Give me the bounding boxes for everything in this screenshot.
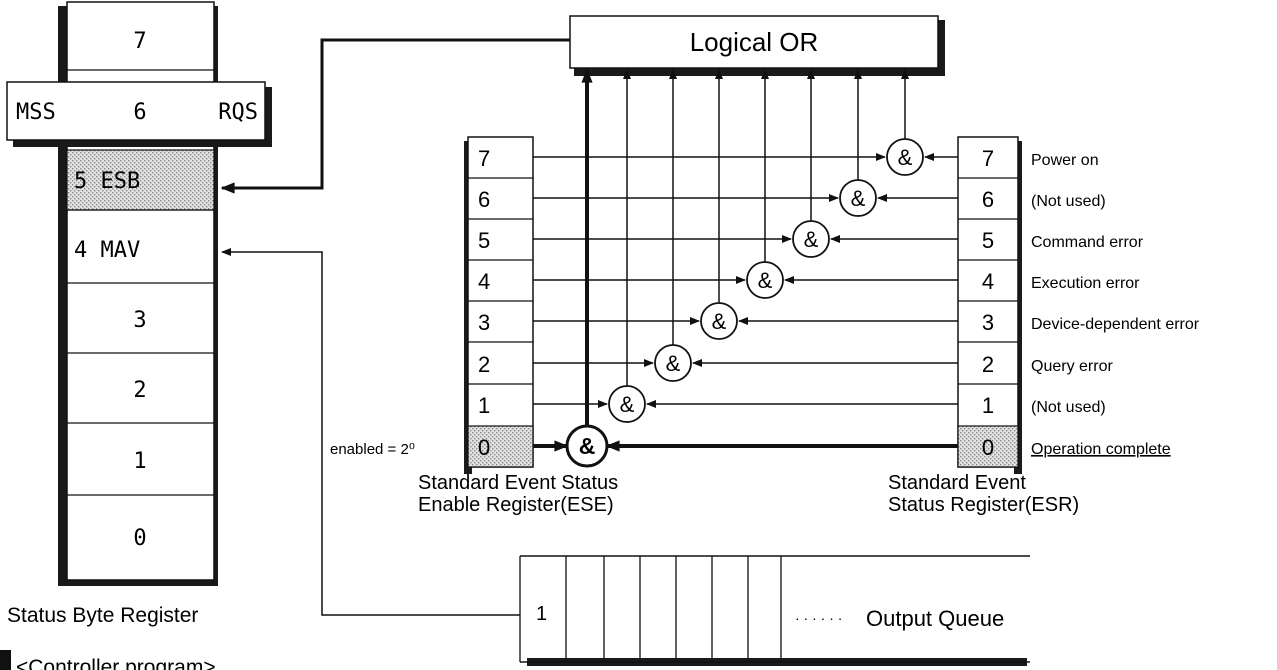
- and-gate-bit2: &: [654, 344, 692, 382]
- esr-desc-bit5: Command error: [1031, 234, 1144, 251]
- esr-desc-bit4: Execution error: [1031, 275, 1140, 292]
- output-queue-to-mav-connector: [221, 248, 520, 616]
- ese-caption-line1: Standard Event Status: [418, 472, 618, 494]
- logical-or-box: Logical OR: [569, 15, 945, 76]
- and-gates: & & & & & & & &: [565, 138, 924, 468]
- sbr-bit0-label: 0: [133, 526, 146, 551]
- sbr-bit1-label: 1: [133, 449, 146, 474]
- and-gate-network: [533, 68, 958, 452]
- esr-desc-bit7: Power on: [1031, 152, 1099, 169]
- ese-bit1: 1: [478, 393, 490, 418]
- controller-program-label: <Controller program>: [16, 656, 216, 670]
- esr-caption-line1: Standard Event: [888, 472, 1026, 494]
- and-gate-symbol: &: [804, 227, 819, 252]
- esr-desc-bit0: Operation complete: [1031, 441, 1171, 458]
- output-queue-dots: · · · · · ·: [795, 610, 842, 626]
- ese-register: 7 6 5 4 3 2 1 0 enabled = 2⁰ Standard Ev…: [330, 136, 618, 516]
- sbr-bit3-label: 3: [133, 308, 146, 333]
- sbr-mss-label: MSS: [16, 100, 56, 125]
- sbr-bit2-label: 2: [133, 378, 146, 403]
- output-queue-label: Output Queue: [866, 606, 1004, 631]
- and-gate-bit6: &: [839, 179, 877, 217]
- and-gate-symbol: &: [620, 392, 635, 417]
- ese-bit3: 3: [478, 310, 490, 335]
- and-gate-bit1: &: [608, 385, 646, 423]
- logical-or-label: Logical OR: [690, 27, 819, 57]
- output-queue-first-cell: 1: [536, 603, 547, 625]
- ese-bit6: 6: [478, 187, 490, 212]
- ese-enabled-note: enabled = 2⁰: [330, 441, 415, 458]
- and-gate-bit5: &: [792, 220, 830, 258]
- or-to-esb-connector: [220, 38, 570, 194]
- ese-caption-line2: Enable Register(ESE): [418, 494, 614, 516]
- ese-bit4: 4: [478, 269, 490, 294]
- esr-desc-bit6: (Not used): [1031, 193, 1106, 210]
- and-gate-symbol: &: [851, 186, 866, 211]
- sbr-rqs-label: RQS: [218, 100, 258, 125]
- bullet-square-icon: [0, 650, 11, 670]
- and-gate-symbol: &: [898, 145, 913, 170]
- sbr-bit5-esb: [66, 149, 215, 211]
- esr-register: 7 6 5 4 3 2 1 0 Power on (Not used) Comm…: [888, 136, 1200, 516]
- sbr-bit5-label: 5 ESB: [74, 169, 140, 194]
- status-byte-register: 7 MSS 6 RQS 5 ESB 4 MAV 3 2 1 0 Status B…: [6, 1, 272, 627]
- esr-bit5: 5: [982, 228, 994, 253]
- and-gate-bit4: &: [746, 261, 784, 299]
- and-gate-symbol: &: [579, 433, 596, 459]
- esr-bit0: 0: [982, 435, 994, 460]
- sbr-bit6-mss-rqs: [6, 81, 266, 141]
- ese-bit0: 0: [478, 435, 490, 460]
- and-gate-bit3: &: [700, 302, 738, 340]
- esr-bit3: 3: [982, 310, 994, 335]
- esr-bit2: 2: [982, 352, 994, 377]
- esr-bit4: 4: [982, 269, 994, 294]
- ese-bit2: 2: [478, 352, 490, 377]
- esr-caption-line2: Status Register(ESR): [888, 494, 1079, 516]
- ese-bit5: 5: [478, 228, 490, 253]
- and-gate-symbol: &: [758, 268, 773, 293]
- and-gate-bit0: &: [565, 424, 609, 468]
- and-gate-bit7: &: [886, 138, 924, 176]
- esr-desc-bit3: Device-dependent error: [1031, 316, 1200, 333]
- ese-bit7: 7: [478, 146, 490, 171]
- and-gate-symbol: &: [666, 351, 681, 376]
- esr-desc-bit2: Query error: [1031, 358, 1113, 375]
- sbr-bit7-label: 7: [133, 29, 146, 54]
- output-queue: 1 · · · · · · Output Queue: [519, 555, 1030, 666]
- esr-bit1: 1: [982, 393, 994, 418]
- esr-desc-bit1: (Not used): [1031, 399, 1106, 416]
- sbr-bit4-label: 4 MAV: [74, 238, 140, 263]
- sbr-bit6-label: 6: [133, 100, 146, 125]
- esr-bit6: 6: [982, 187, 994, 212]
- sbr-caption: Status Byte Register: [7, 604, 198, 627]
- controller-program-heading: <Controller program>: [0, 650, 216, 670]
- esr-bit7: 7: [982, 146, 994, 171]
- and-gate-symbol: &: [712, 309, 727, 334]
